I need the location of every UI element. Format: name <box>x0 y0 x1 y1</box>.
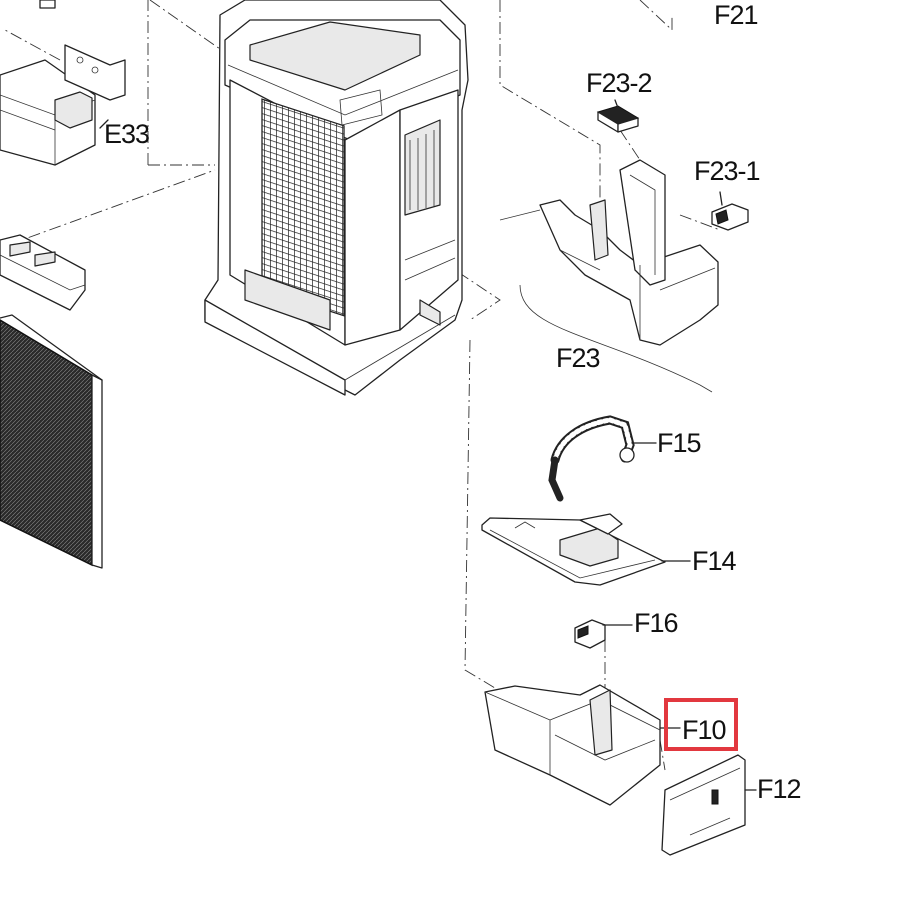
label-f23-1: F23-1 <box>694 156 760 186</box>
label-f12: F12 <box>757 774 801 804</box>
part-labels: F21 E33 F23-2 F23-1 F23 F15 F14 F16 F10 … <box>104 0 802 804</box>
part-f15-handle <box>548 415 635 502</box>
label-f21: F21 <box>714 0 758 30</box>
part-side-rail <box>0 234 86 311</box>
part-main-housing <box>204 0 469 396</box>
label-f23: F23 <box>556 343 600 373</box>
part-f12-cover <box>661 754 746 856</box>
part-e33-module <box>0 0 126 166</box>
part-filter-panel <box>0 314 103 569</box>
label-e33: E33 <box>104 119 149 149</box>
highlight-box-f10 <box>664 698 738 751</box>
label-f15: F15 <box>657 428 701 458</box>
label-f16: F16 <box>634 608 678 638</box>
part-f10-box <box>484 684 661 806</box>
part-f16-clip <box>574 619 606 649</box>
part-f23-2 <box>596 105 640 133</box>
part-f23-1 <box>711 203 749 231</box>
label-f23-2: F23-2 <box>586 68 652 98</box>
label-f14: F14 <box>692 546 737 576</box>
label-f10: F10 <box>682 715 726 745</box>
part-f14-tray <box>481 513 666 586</box>
leader-lines <box>4 0 721 771</box>
part-f23-assembly <box>499 159 719 393</box>
label-pointers <box>602 99 757 791</box>
